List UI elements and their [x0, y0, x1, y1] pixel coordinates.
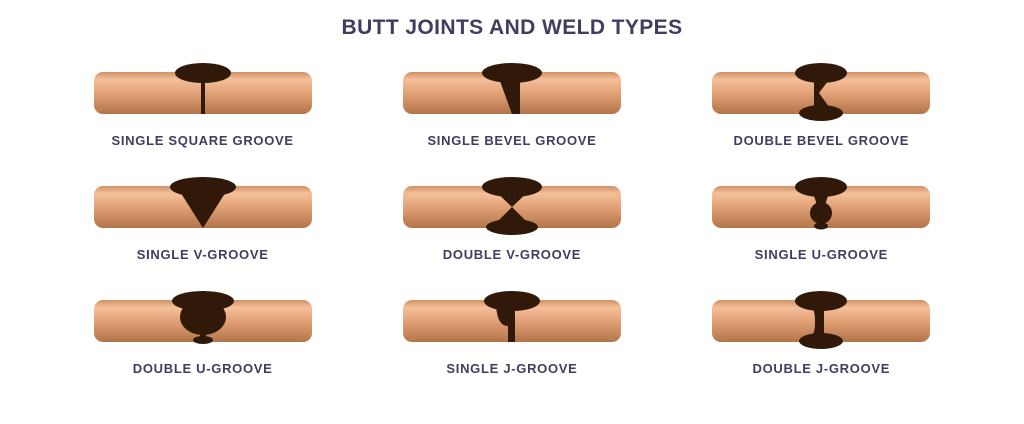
double-v-groove-illustration — [402, 177, 621, 235]
weld-bead — [174, 63, 231, 114]
single-bevel-groove-illustration — [402, 63, 621, 114]
weld-label: SINGLE J-GROOVE — [446, 361, 578, 376]
single-u-groove-illustration — [712, 177, 931, 230]
cell-double-v-groove: DOUBLE V-GROOVE — [402, 174, 622, 288]
weld-label: SINGLE BEVEL GROOVE — [427, 133, 597, 148]
cell-single-bevel-groove: SINGLE BEVEL GROOVE — [402, 60, 622, 174]
weld-label: DOUBLE U-GROOVE — [132, 361, 273, 376]
single-j-groove-illustration — [402, 291, 621, 342]
cell-single-v-groove: SINGLE V-GROOVE — [93, 174, 313, 288]
cell-single-u-groove: SINGLE U-GROOVE — [711, 174, 931, 288]
weld-bead — [795, 63, 848, 121]
weld-types-grid: SINGLE SQUARE GROOVE SINGLE BEVEL GROOVE — [0, 40, 1024, 402]
cell-single-j-groove: SINGLE J-GROOVE — [402, 288, 622, 402]
weld-bead — [171, 291, 234, 344]
single-square-groove-illustration — [93, 63, 312, 114]
weld-bead — [483, 291, 540, 342]
double-bevel-groove-illustration — [712, 63, 931, 121]
cell-double-u-groove: DOUBLE U-GROOVE — [93, 288, 313, 402]
weld-bead — [481, 63, 542, 114]
metal-plate — [712, 72, 931, 114]
weld-label: DOUBLE V-GROOVE — [442, 247, 582, 262]
double-j-groove-illustration — [712, 291, 931, 349]
single-v-groove-illustration — [93, 177, 312, 228]
weld-bead — [481, 177, 542, 235]
weld-label: DOUBLE J-GROOVE — [752, 361, 891, 376]
weld-label: SINGLE SQUARE GROOVE — [111, 133, 294, 148]
cell-double-j-groove: DOUBLE J-GROOVE — [711, 288, 931, 402]
weld-label: SINGLE V-GROOVE — [136, 247, 269, 262]
weld-bead — [795, 291, 848, 349]
double-u-groove-illustration — [93, 291, 312, 344]
cell-single-square-groove: SINGLE SQUARE GROOVE — [93, 60, 313, 174]
page-title: BUTT JOINTS AND WELD TYPES — [341, 16, 683, 39]
weld-label: DOUBLE BEVEL GROOVE — [733, 133, 910, 148]
weld-bead — [169, 177, 236, 228]
weld-label: SINGLE U-GROOVE — [754, 247, 888, 262]
weld-bead — [795, 177, 848, 230]
cell-double-bevel-groove: DOUBLE BEVEL GROOVE — [711, 60, 931, 174]
